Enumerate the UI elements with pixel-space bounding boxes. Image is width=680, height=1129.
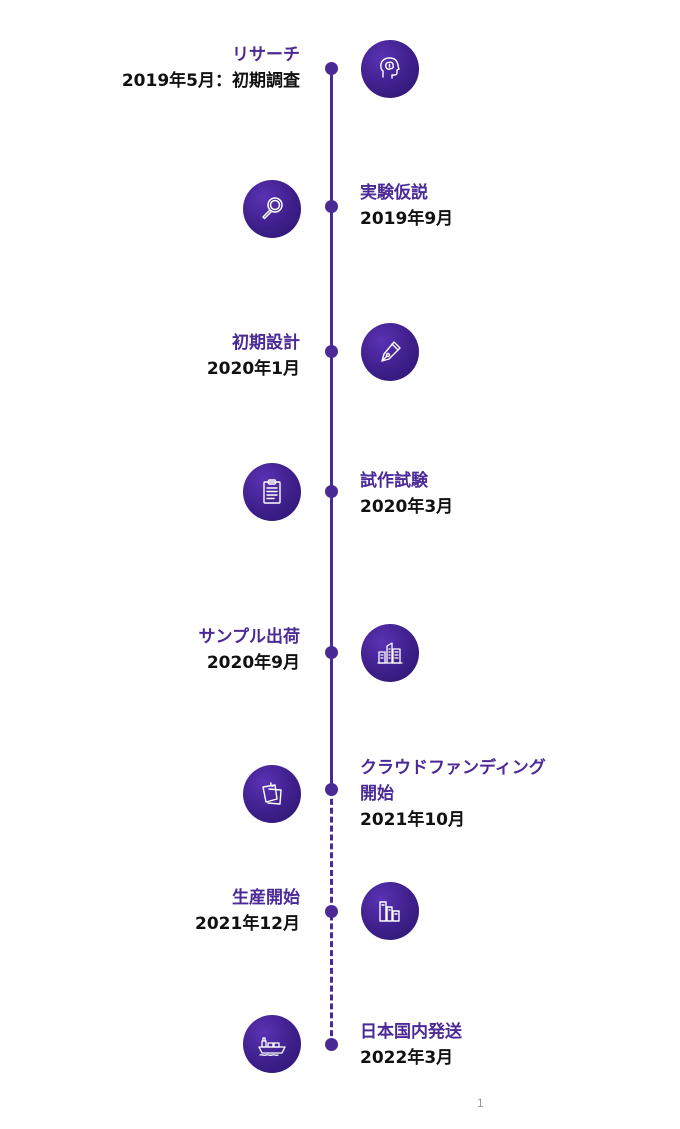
milestone-date: 2022年3月 [360, 1048, 454, 1068]
milestone-title: リサーチ [232, 45, 300, 65]
milestone-label: 初期設計 2020年1月 [0, 330, 300, 382]
milestone-title: 生産開始 [232, 888, 300, 908]
milestone-label: 生産開始 2021年12月 [0, 885, 300, 937]
clipboard-icon [243, 463, 301, 521]
brain-head-icon [361, 40, 419, 98]
milestone-date: 2019年5月：初期調査 [121, 71, 300, 91]
milestone-date: 2021年10月 [360, 810, 465, 830]
pen-nib-icon [361, 323, 419, 381]
milestone-date: 2019年9月 [360, 209, 454, 229]
milestone-date: 2020年9月 [206, 653, 300, 673]
timeline-dot [325, 783, 338, 796]
milestone-title: 初期設計 [232, 333, 300, 353]
milestone-title: 日本国内発送 [360, 1022, 462, 1042]
magnifier-icon [243, 180, 301, 238]
timeline-dot [325, 62, 338, 75]
page-number: 1 [477, 1096, 484, 1110]
milestone-label: 試作試験 2020年3月 [360, 468, 660, 520]
timeline-dot [325, 485, 338, 498]
timeline-dot [325, 345, 338, 358]
ship-icon [243, 1015, 301, 1073]
milestone-title: 実験仮説 [360, 183, 428, 203]
milestone-label: 日本国内発送 2022年3月 [360, 1019, 660, 1071]
milestone-date: 2021年12月 [195, 914, 300, 934]
milestone-date: 2020年3月 [360, 497, 454, 517]
timeline-line [330, 68, 333, 790]
milestone-title: クラウドファンディング 開始 [360, 758, 546, 804]
timeline-dot [325, 905, 338, 918]
milestone-label: 実験仮説 2019年9月 [360, 180, 660, 232]
milestone-title: サンプル出荷 [198, 627, 301, 647]
milestone-title: 試作試験 [360, 471, 428, 491]
milestone-label: リサーチ 2019年5月：初期調査 [0, 42, 300, 94]
books-icon [361, 882, 419, 940]
buildings-icon [361, 624, 419, 682]
sticky-notes-icon [243, 765, 301, 823]
timeline-dot [325, 200, 338, 213]
milestone-label: クラウドファンディング 開始 2021年10月 [360, 755, 660, 833]
milestone-label: サンプル出荷 2020年9月 [0, 624, 301, 676]
milestone-date: 2020年1月 [206, 359, 300, 379]
timeline-dot [325, 1038, 338, 1051]
timeline-dot [325, 646, 338, 659]
